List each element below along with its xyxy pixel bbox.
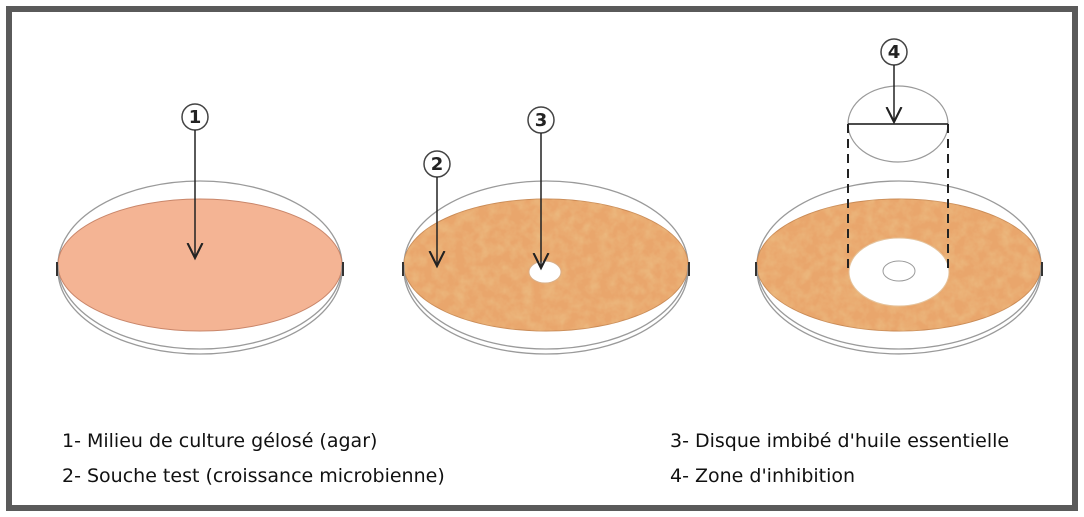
marker-1-label: 1 xyxy=(189,107,202,128)
marker-2-label: 2 xyxy=(431,154,444,175)
petri-dish-agar xyxy=(57,181,343,354)
legend-item-2: 2- Souche test (croissance microbienne) xyxy=(62,465,445,487)
marker-2: 2 xyxy=(424,151,450,177)
legend-item-4: 4- Zone d'inhibition xyxy=(670,465,855,487)
legend-item-1: 1- Milieu de culture gélosé (agar) xyxy=(62,430,377,452)
marker-4-label: 4 xyxy=(888,42,901,63)
marker-3-label: 3 xyxy=(535,110,548,131)
legend-item-3: 3- Disque imbibé d'huile essentielle xyxy=(670,430,1009,452)
essential-oil-disk xyxy=(529,261,561,283)
marker-4: 4 xyxy=(881,39,907,65)
petri-dish-test-strain xyxy=(403,181,689,354)
legend: 1- Milieu de culture gélosé (agar) 2- So… xyxy=(62,430,1009,487)
inhibition-zone xyxy=(849,238,949,306)
marker-1: 1 xyxy=(182,104,208,130)
petri-dish-inhibition xyxy=(756,181,1042,354)
marker-3: 3 xyxy=(528,107,554,133)
